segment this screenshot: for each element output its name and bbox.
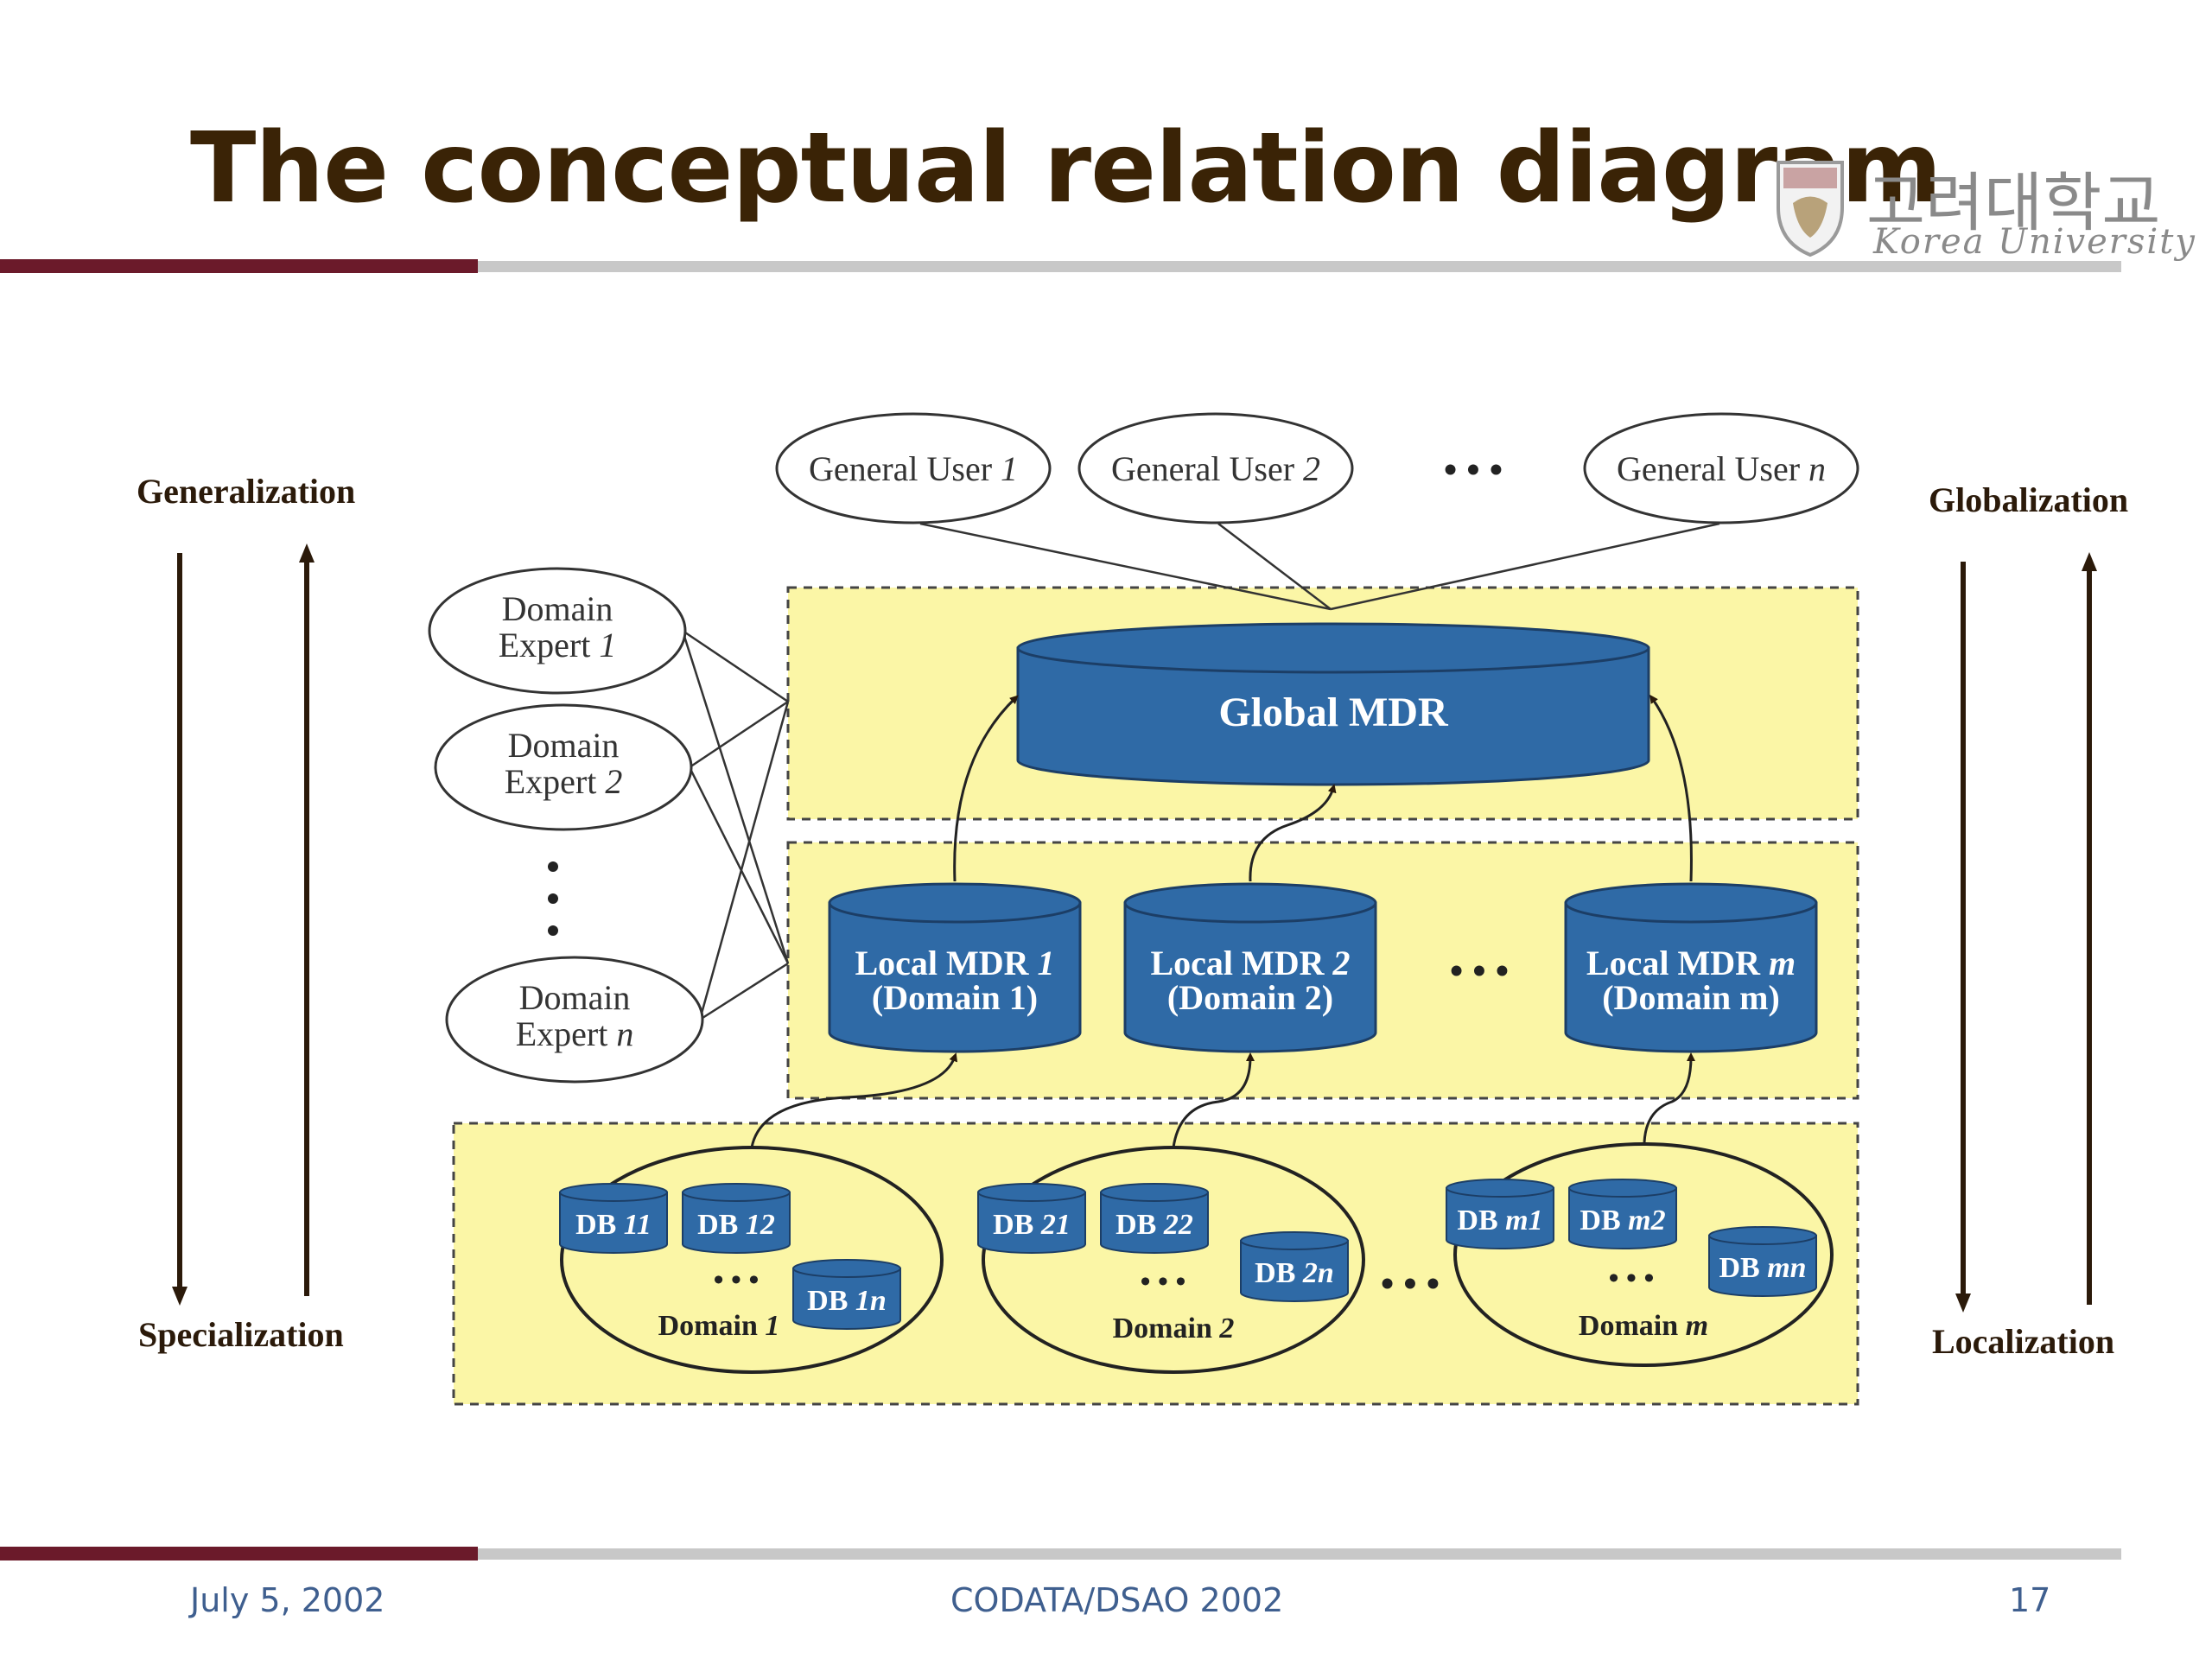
- page-number: 17: [2009, 1581, 2051, 1619]
- generalization-label: Generalization: [137, 472, 355, 511]
- domain-m-group: DB m1 DB m2 • • • DB mn Domain m: [1446, 1142, 1834, 1367]
- svg-text:(Domain 2): (Domain 2): [1167, 978, 1333, 1017]
- domain-m-label: Domain m: [1579, 1310, 1708, 1342]
- title-rule: [478, 261, 2121, 272]
- domain-1-group: DB 11 DB 12 • • • DB 1n Domain 1: [559, 1146, 944, 1374]
- global-mdr-label: Global MDR: [1218, 690, 1449, 735]
- db-m1: DB m1: [1446, 1179, 1554, 1249]
- usern-link: [1330, 522, 1720, 611]
- local2-to-global-arrow: [1249, 784, 1337, 882]
- logo-english-text: Korea University: [1873, 222, 2196, 262]
- svg-text:Domain: Domain: [508, 726, 620, 765]
- footer-date: July 5, 2002: [190, 1581, 385, 1619]
- db-21: DB 21: [977, 1183, 1086, 1254]
- domain-expert-n: Domain Expert n: [445, 956, 704, 1084]
- domain-2-ellipsis: • • •: [1141, 1266, 1186, 1298]
- user1-link: [919, 522, 1332, 611]
- general-user-n: General User n: [1583, 412, 1859, 524]
- svg-text:Local MDR 2: Local MDR 2: [1150, 944, 1350, 982]
- svg-text:General User n: General User n: [1617, 449, 1826, 488]
- university-crest-icon: [1777, 161, 1844, 257]
- global-mdr-cylinder: Global MDR: [1016, 622, 1650, 786]
- svg-text:DB m1: DB m1: [1457, 1205, 1542, 1236]
- domain-expert-1: Domain Expert 1: [428, 567, 687, 695]
- korea-university-logo: 고려대학교 Korea University: [1771, 151, 2195, 272]
- slide-title: The conceptual relation diagram: [190, 112, 1942, 225]
- svg-text:(Domain 1): (Domain 1): [872, 978, 1038, 1017]
- specialization-label: Specialization: [138, 1315, 344, 1354]
- svg-text:DB 2n: DB 2n: [1255, 1257, 1334, 1289]
- svg-text:DB 21: DB 21: [993, 1209, 1071, 1241]
- title-rule-accent: [0, 259, 478, 273]
- globalization-label: Globalization: [1929, 480, 2128, 519]
- domain-1-label: Domain 1: [658, 1310, 780, 1342]
- svg-text:DB 11: DB 11: [575, 1209, 652, 1241]
- expert-links: [681, 629, 790, 1021]
- logo-korean-text: 고려대학교: [1866, 166, 2161, 240]
- domain-m-ellipsis: • • •: [1609, 1262, 1655, 1294]
- local1-to-global-arrow: [953, 695, 1019, 882]
- svg-text:Local MDR 1: Local MDR 1: [855, 944, 1054, 982]
- db-mn: DB mn: [1708, 1226, 1817, 1297]
- footer-rule-accent: [0, 1547, 478, 1560]
- svg-text:Domain: Domain: [502, 589, 613, 628]
- general-user-1: General User 1: [775, 412, 1052, 524]
- svg-text:(Domain m): (Domain m): [1602, 978, 1780, 1017]
- db-m2: DB m2: [1568, 1179, 1677, 1249]
- domain-1-ellipsis: • • •: [714, 1264, 760, 1296]
- svg-text:Expert 1: Expert 1: [499, 626, 617, 664]
- local-mdr-1: Local MDR 1 (Domain 1): [828, 882, 1082, 1053]
- footer-conference: CODATA/DSAO 2002: [950, 1581, 1284, 1619]
- domain-2-label: Domain 2: [1113, 1313, 1235, 1344]
- svg-text:Expert n: Expert n: [516, 1014, 634, 1053]
- svg-text:DB 12: DB 12: [697, 1209, 775, 1241]
- svg-text:Expert 2: Expert 2: [505, 762, 623, 801]
- local-mdr-ellipsis: • • •: [1450, 950, 1509, 992]
- svg-text:DB mn: DB mn: [1719, 1252, 1806, 1284]
- db-12: DB 12: [682, 1183, 791, 1254]
- localm-to-global-arrow: [1649, 694, 1693, 882]
- database-zone: [452, 1122, 1859, 1406]
- domain-ellipsis: • • •: [1381, 1262, 1440, 1305]
- general-user-2: General User 2: [1077, 412, 1354, 524]
- db-11: DB 11: [559, 1183, 668, 1254]
- local-mdr-m: Local MDR m (Domain m): [1564, 882, 1818, 1053]
- domain2-to-local-arrow: [1172, 1052, 1255, 1148]
- general-user-ellipsis: • • •: [1444, 448, 1503, 491]
- db-1n: DB 1n: [792, 1259, 901, 1330]
- svg-text:Local MDR m: Local MDR m: [1586, 944, 1796, 982]
- expert-vertical-ellipsis: [548, 861, 558, 936]
- domainm-to-local-arrow: [1643, 1052, 1695, 1143]
- svg-text:DB m2: DB m2: [1580, 1205, 1665, 1236]
- footer-rule: [478, 1548, 2121, 1560]
- domain-2-group: DB 21 DB 22 • • • DB 2n Domain 2: [977, 1146, 1365, 1374]
- user2-link: [1217, 523, 1332, 610]
- svg-text:DB 1n: DB 1n: [807, 1285, 887, 1317]
- svg-text:General User 1: General User 1: [809, 449, 1018, 488]
- svg-text:General User 2: General User 2: [1111, 449, 1320, 488]
- localization-label: Localization: [1932, 1322, 2114, 1361]
- svg-text:DB 22: DB 22: [1116, 1209, 1193, 1241]
- db-22: DB 22: [1100, 1183, 1209, 1254]
- svg-text:Domain: Domain: [519, 978, 631, 1017]
- db-2n: DB 2n: [1240, 1231, 1349, 1302]
- domain-expert-2: Domain Expert 2: [434, 703, 693, 831]
- domain1-to-local-arrow: [750, 1052, 958, 1148]
- local-mdr-2: Local MDR 2 (Domain 2): [1123, 882, 1377, 1053]
